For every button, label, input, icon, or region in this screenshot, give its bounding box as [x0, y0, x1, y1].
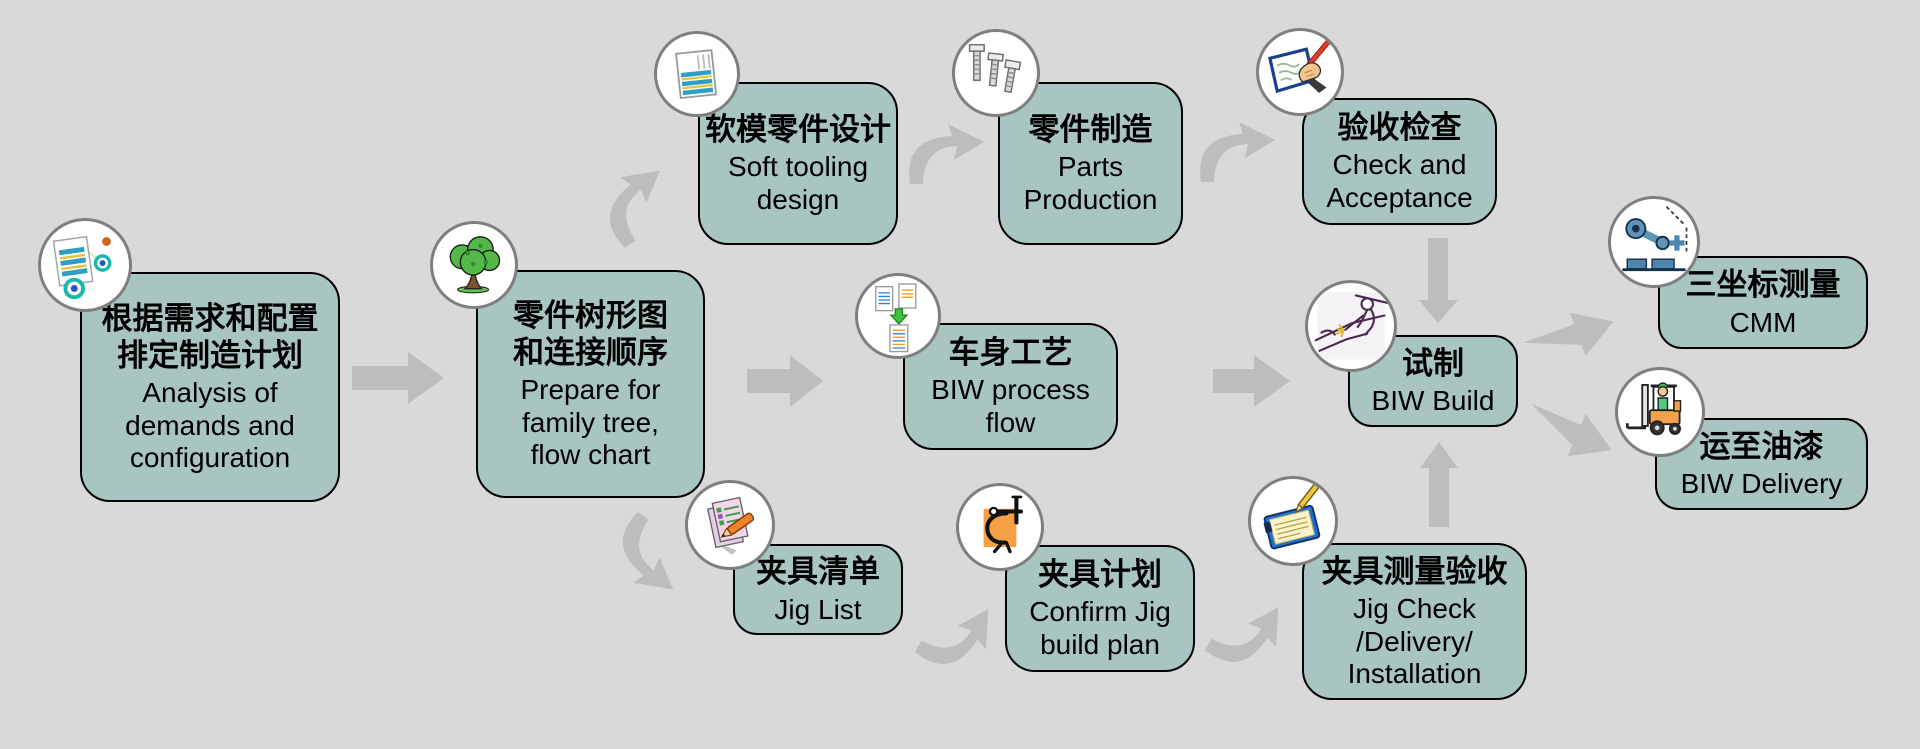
node-analysis: 根据需求和配置 排定制造计划 Analysis of demands and c…	[80, 272, 340, 502]
node-check-acceptance-zh-label: 验收检查	[1337, 110, 1462, 146]
node-jig-check: 夹具测量验收 Jig Check /Delivery/ Installation	[1302, 543, 1527, 700]
node-parts-production-en-label: Parts Production	[1023, 151, 1158, 215]
arrow-family-tree-to-biw-process	[747, 355, 823, 407]
welding-icon	[1305, 280, 1397, 372]
node-biw-process-zh-label: 车身工艺	[948, 335, 1073, 371]
arrow-family-tree-to-jig-list	[602, 511, 698, 604]
merge-documents-icon	[855, 273, 941, 359]
arrow-analysis-to-family-tree	[352, 352, 444, 404]
node-biw-delivery: 运至油漆 BIW Delivery	[1655, 418, 1868, 510]
arrow-biw-process-to-biw-build	[1213, 355, 1290, 407]
node-jig-check-zh-label: 夹具测量验收	[1321, 554, 1508, 590]
node-biw-delivery-zh-label: 运至油漆	[1699, 428, 1824, 464]
node-jig-plan-en-label: Confirm Jig build plan	[1029, 596, 1171, 660]
planning-board-icon	[38, 218, 132, 312]
node-biw-build-en-label: BIW Build	[1371, 385, 1495, 416]
arrow-soft-tooling-to-parts	[909, 124, 984, 184]
checklist-pencil-icon	[685, 480, 775, 570]
node-cmm-en-label: CMM	[1729, 306, 1797, 338]
node-biw-process: 车身工艺 BIW process flow	[903, 323, 1118, 450]
node-family-tree-zh-label: 零件树形图 和连接顺序	[513, 298, 668, 371]
arrow-jig-plan-to-jig-check	[1204, 585, 1294, 681]
node-biw-process-en-label: BIW process flow	[931, 374, 1090, 438]
arrow-family-tree-to-soft-tooling	[589, 156, 685, 249]
node-jig-check-en-label: Jig Check /Delivery/ Installation	[1347, 593, 1482, 689]
screws-icon	[952, 29, 1040, 117]
tree-icon	[430, 221, 518, 309]
node-jig-plan-zh-label: 夹具计划	[1038, 557, 1162, 593]
clamp-icon	[956, 483, 1044, 571]
node-soft-tooling-en-label: Soft tooling design	[727, 151, 869, 215]
arrow-biw-build-to-cmm	[1519, 299, 1622, 375]
robot-arm-icon	[1608, 196, 1700, 288]
node-jig-list: 夹具清单 Jig List	[733, 544, 903, 635]
node-biw-build-zh-label: 试制	[1402, 345, 1464, 381]
node-analysis-en-label: Analysis of demands and configuration	[125, 377, 295, 473]
node-jig-list-zh-label: 夹具清单	[756, 554, 880, 590]
arrow-check-acceptance-to-biw-build	[1419, 238, 1458, 323]
clipboard-pen-icon	[1248, 476, 1338, 566]
blinds-panel-icon	[654, 31, 740, 117]
node-cmm-zh-label: 三坐标测量	[1685, 267, 1841, 303]
node-biw-delivery-en-label: BIW Delivery	[1680, 468, 1843, 499]
node-check-acceptance: 验收检查 Check and Acceptance	[1302, 98, 1497, 225]
arrow-parts-to-check-acceptance	[1200, 122, 1275, 182]
arrow-biw-build-to-delivery	[1518, 392, 1621, 472]
arrow-jig-check-to-biw-build	[1420, 442, 1458, 527]
node-jig-plan: 夹具计划 Confirm Jig build plan	[1005, 545, 1195, 672]
writing-hand-icon	[1256, 28, 1344, 116]
node-check-acceptance-en-label: Check and Acceptance	[1326, 149, 1473, 213]
node-soft-tooling-zh-label: 软模零件设计	[705, 112, 891, 148]
node-cmm: 三坐标测量 CMM	[1658, 256, 1868, 349]
arrow-jig-list-to-jig-plan	[914, 587, 1004, 683]
node-soft-tooling: 软模零件设计 Soft tooling design	[698, 82, 898, 245]
node-family-tree-en-label: Prepare for family tree, flow chart	[520, 374, 661, 470]
node-parts-production: 零件制造 Parts Production	[998, 82, 1183, 245]
node-family-tree: 零件树形图 和连接顺序 Prepare for family tree, flo…	[476, 270, 705, 498]
node-jig-list-en-label: Jig List	[774, 593, 862, 625]
node-analysis-zh-label: 根据需求和配置 排定制造计划	[101, 301, 319, 374]
node-parts-production-zh-label: 零件制造	[1028, 112, 1153, 148]
forklift-icon	[1615, 367, 1705, 457]
